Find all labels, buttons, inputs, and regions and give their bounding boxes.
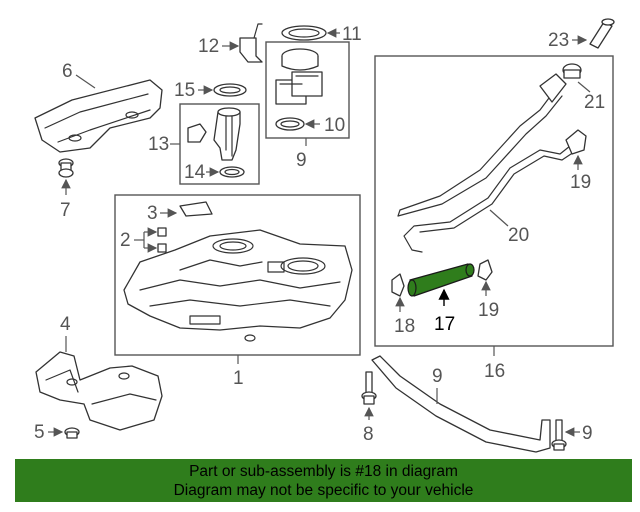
banner-background: [15, 459, 632, 502]
callout-18: 17: [434, 314, 455, 335]
clamp-part-19b: [477, 259, 493, 281]
callout-11: 10: [324, 115, 345, 136]
strap-part-2b: [157, 243, 167, 253]
bracket-part-21: [565, 129, 587, 155]
clamp-part-19a: [391, 273, 405, 297]
callout-2: 2: [120, 230, 131, 251]
callout-17: 16: [484, 361, 505, 382]
callout-3: 3: [147, 203, 158, 224]
callout-23: 23: [548, 30, 569, 51]
fuel-tank-part-1: [123, 229, 353, 342]
shield-part-3: [179, 201, 213, 217]
callout-19a: 18: [394, 316, 415, 337]
callout-5: 5: [34, 422, 45, 443]
info-banner: Part or sub-assembly is #18 in diagram D…: [15, 459, 632, 502]
seal-part-15: [219, 166, 245, 178]
filler-neck-part-22: [562, 63, 582, 79]
hose-part-18-highlighted: [407, 263, 475, 297]
strap-part-2a: [157, 227, 167, 237]
callout-9b: 9: [582, 423, 593, 444]
callout-6: 6: [62, 61, 73, 82]
filler-pipe-part-20: [397, 73, 575, 253]
banner-line-2: Diagram may not be specific to your vehi…: [173, 482, 474, 499]
callout-4: 4: [60, 314, 71, 335]
fuel-cap-part-23: [589, 18, 615, 49]
gasket-part-16: [213, 83, 247, 97]
callout-7: 7: [60, 200, 71, 221]
strap-part-8: [371, 355, 551, 453]
callout-9a: 8: [363, 424, 374, 445]
callout-16: 15: [174, 80, 195, 101]
bolt-part-9a: [361, 371, 377, 405]
callout-21: 19: [570, 172, 591, 193]
callout-20: 20: [508, 225, 529, 246]
bolt-part-9b: [551, 419, 567, 451]
callout-13: 12: [198, 36, 219, 57]
heat-shield-part-4: [35, 351, 163, 431]
lock-ring-part-12: [281, 25, 327, 41]
fuel-pump-part-10: [275, 48, 323, 105]
callout-22: 21: [584, 92, 605, 113]
callout-1: 1: [233, 368, 244, 389]
callout-10: 9: [296, 150, 307, 171]
callout-12: 11: [342, 24, 362, 45]
callout-19b: 19: [478, 300, 499, 321]
heat-shield-part-6: [34, 79, 163, 153]
callout-8: 9: [432, 366, 443, 387]
o-ring-part-11: [275, 117, 305, 131]
sender-unit-part-14: [187, 107, 241, 161]
bracket-part-13: [239, 23, 263, 63]
bolt-part-7: [58, 158, 74, 178]
nut-part-5: [64, 427, 80, 439]
fuel-pump-box-10: [265, 41, 350, 139]
banner-line-1: Part or sub-assembly is #18 in diagram: [189, 463, 458, 480]
callout-14: 13: [148, 134, 169, 155]
callout-15: 14: [184, 162, 206, 183]
